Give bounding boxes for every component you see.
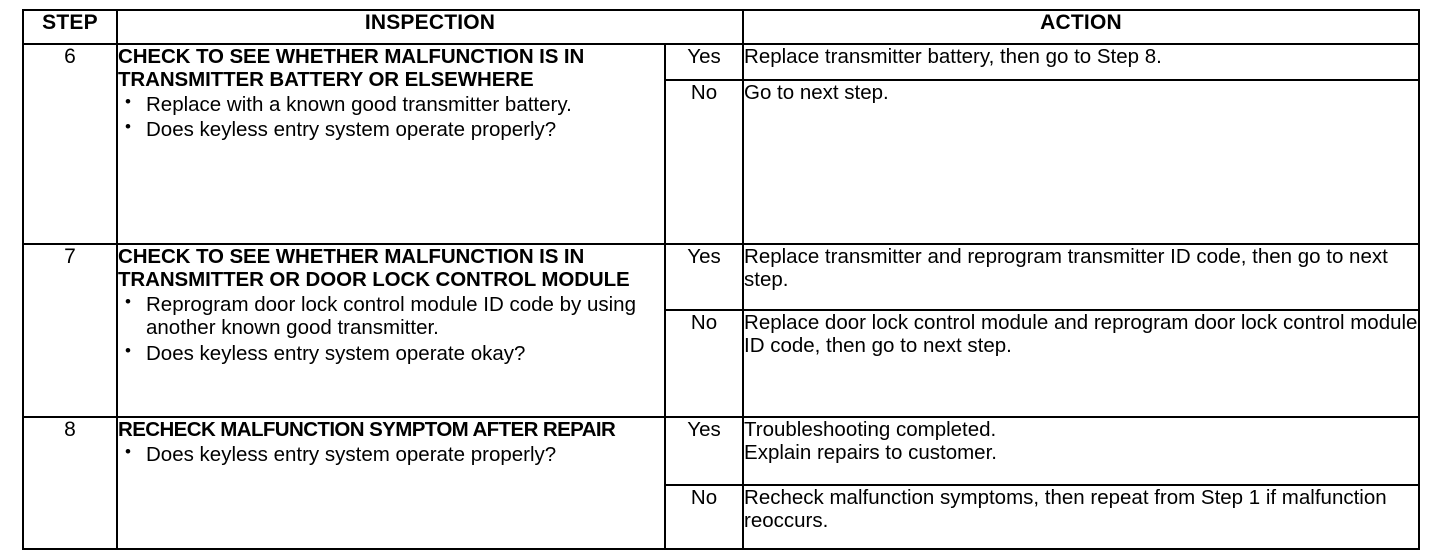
branch-label-no: No bbox=[663, 484, 745, 550]
branch-label-no: No bbox=[663, 79, 745, 245]
table-row: 8 RECHECK MALFUNCTION SYMPTOM AFTER REPA… bbox=[22, 416, 1421, 550]
inspection-bullet-list: Replace with a known good transmitter ba… bbox=[118, 92, 664, 141]
list-item: Does keyless entry system operate proper… bbox=[125, 442, 664, 466]
action-cell-no: Replace door lock control module and rep… bbox=[742, 309, 1421, 418]
troubleshooting-table: STEP INSPECTION ACTION 6 CHECK TO SEE WH… bbox=[22, 9, 1421, 550]
action-cell-yes: Troubleshooting completed. Explain repai… bbox=[742, 416, 1421, 486]
inspection-cell: CHECK TO SEE WHETHER MALFUNCTION IS IN T… bbox=[116, 243, 666, 418]
branch-label-yes: Yes bbox=[663, 416, 745, 486]
action-cell-no: Recheck malfunction symptoms, then repea… bbox=[742, 484, 1421, 550]
branch-label-no: No bbox=[663, 309, 745, 418]
table-row: No Recheck malfunction symptoms, then re… bbox=[23, 484, 1421, 550]
header-row: STEP INSPECTION ACTION bbox=[22, 9, 1421, 45]
column-header-step: STEP bbox=[22, 9, 118, 45]
branch-label-yes: Yes bbox=[663, 43, 745, 81]
list-item: Reprogram door lock control module ID co… bbox=[125, 292, 664, 339]
action-cell-no: Go to next step. bbox=[742, 79, 1421, 245]
step-number-cell: 6 bbox=[22, 43, 118, 245]
inspection-title: RECHECK MALFUNCTION SYMPTOM AFTER REPAIR bbox=[118, 418, 616, 441]
table-row: No Go to next step. bbox=[23, 79, 1421, 245]
branch-label-yes: Yes bbox=[663, 243, 745, 311]
table-row: 7 CHECK TO SEE WHETHER MALFUNCTION IS IN… bbox=[22, 243, 1421, 418]
inspection-bullet-list: Does keyless entry system operate proper… bbox=[118, 442, 664, 466]
step-number-cell: 7 bbox=[22, 243, 118, 418]
inspection-cell: CHECK TO SEE WHETHER MALFUNCTION IS IN T… bbox=[116, 43, 666, 245]
step-number-cell: 8 bbox=[22, 416, 118, 550]
table-row: 6 CHECK TO SEE WHETHER MALFUNCTION IS IN… bbox=[22, 43, 1421, 245]
action-cell-yes: Replace transmitter and reprogram transm… bbox=[742, 243, 1421, 311]
list-item: Replace with a known good transmitter ba… bbox=[125, 92, 664, 116]
table-body: 6 CHECK TO SEE WHETHER MALFUNCTION IS IN… bbox=[22, 43, 1421, 550]
inspection-bullet-list: Reprogram door lock control module ID co… bbox=[118, 292, 664, 365]
table-row: No Replace door lock control module and … bbox=[23, 309, 1421, 418]
inspection-cell: RECHECK MALFUNCTION SYMPTOM AFTER REPAIR… bbox=[116, 416, 666, 550]
column-header-action: ACTION bbox=[742, 9, 1421, 45]
column-header-inspection: INSPECTION bbox=[115, 9, 745, 45]
inspection-title: CHECK TO SEE WHETHER MALFUNCTION IS IN T… bbox=[118, 45, 585, 92]
list-item: Does keyless entry system operate proper… bbox=[125, 117, 664, 141]
action-cell-yes: Replace transmitter battery, then go to … bbox=[742, 43, 1421, 81]
table-header: STEP INSPECTION ACTION bbox=[22, 9, 1421, 45]
list-item: Does keyless entry system operate okay? bbox=[125, 341, 664, 365]
inspection-title: CHECK TO SEE WHETHER MALFUNCTION IS IN T… bbox=[118, 245, 630, 292]
